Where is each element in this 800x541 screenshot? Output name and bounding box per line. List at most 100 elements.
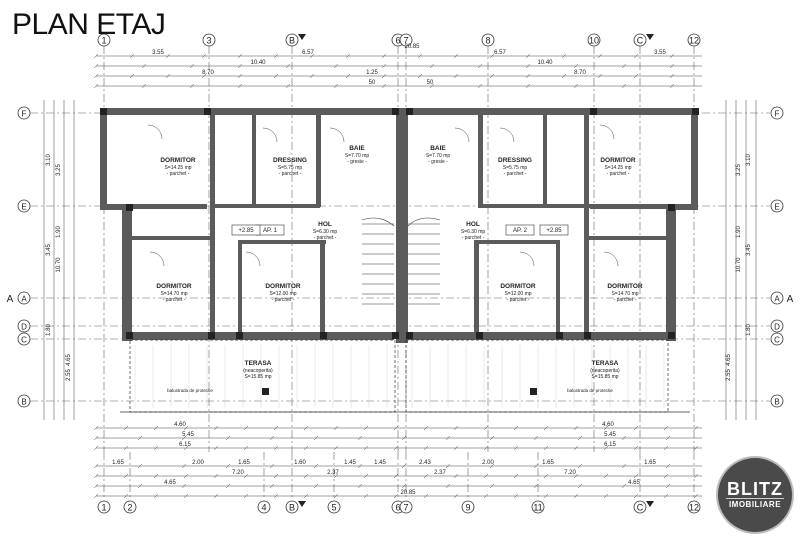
- dimension-tick: [533, 435, 539, 441]
- column: [406, 332, 413, 339]
- grid-bubble: [770, 106, 784, 120]
- room-area: S=12.00 mp: [504, 291, 531, 297]
- dimension-tick: [381, 73, 387, 79]
- room-area: S=6.30 mp: [313, 229, 338, 235]
- dimension-tick: [525, 73, 531, 79]
- dimension-tick: [333, 425, 339, 431]
- section-label-right: A: [787, 294, 794, 305]
- dimension-tick: [273, 425, 279, 431]
- column: [262, 388, 269, 395]
- grid-bubble: [97, 500, 111, 514]
- dimension-tick: [303, 425, 309, 431]
- dimension-tick: [93, 483, 99, 489]
- dimension-tick: [453, 73, 459, 79]
- dimension-tick: [381, 83, 387, 89]
- dimension-tick: [309, 53, 315, 59]
- dimension-tick: [225, 483, 231, 489]
- dim-text: 1.65: [644, 460, 656, 466]
- room-name: DORMITOR: [156, 283, 192, 290]
- room-finish: - parchet -: [163, 297, 186, 303]
- column: [584, 332, 591, 339]
- dimension-tick: [93, 53, 99, 59]
- dimension-tick: [303, 473, 309, 479]
- dim-text: 10.40: [537, 60, 553, 66]
- interior-wall: [478, 115, 483, 207]
- dimension-tick: [543, 493, 549, 499]
- room-area: S=5.75 mp: [503, 165, 528, 171]
- interior-wall: [584, 208, 589, 338]
- apartment-label: AP. 2: [513, 228, 528, 234]
- dimension-tick: [669, 53, 675, 59]
- dimension-tick: [633, 445, 639, 451]
- dimension-tick: [453, 445, 459, 451]
- level-label-box: [539, 224, 569, 236]
- dimension-tick: [213, 425, 219, 431]
- grid-label-top: C: [637, 36, 644, 46]
- dim-text: 1.80: [46, 324, 52, 336]
- dimension-tick: [453, 53, 459, 59]
- grid-label-right: B: [774, 398, 779, 407]
- door-swing: [245, 251, 261, 267]
- dimension-tick: [123, 493, 129, 499]
- grid-bubble: [327, 500, 341, 514]
- dimension-tick: [141, 63, 147, 69]
- dim-text: 6.15: [604, 442, 616, 448]
- dimension-tick: [93, 83, 99, 89]
- apartment-label: AP. 1: [263, 228, 278, 234]
- dimension-tick: [543, 445, 549, 451]
- dim-text: 5.45: [604, 432, 616, 438]
- grid-bubble: [17, 291, 31, 305]
- stair-curve: [407, 217, 441, 227]
- dimension-tick: [453, 425, 459, 431]
- interior-wall: [474, 240, 479, 340]
- column: [476, 332, 483, 339]
- dimension-tick: [243, 473, 249, 479]
- dim-text: 6.57: [302, 50, 314, 56]
- grid-label-bottom: 4: [261, 503, 266, 513]
- grid-bubble: [285, 33, 299, 47]
- dimension-tick: [273, 53, 279, 59]
- grid-bubble: [770, 394, 784, 408]
- dimension-tick: [181, 435, 187, 441]
- dim-text: 3.25: [56, 164, 62, 176]
- grid-label-top: B: [289, 36, 295, 46]
- dimension-tick: [189, 83, 195, 89]
- dim-text: 20.85: [400, 490, 416, 496]
- dimension-tick: [423, 445, 429, 451]
- grid-label-bottom: B: [289, 503, 295, 513]
- door-swing: [603, 251, 619, 267]
- dim-text: 1.65: [112, 460, 124, 466]
- door-swing: [329, 127, 345, 143]
- room-finish: - parchet -: [279, 171, 302, 177]
- grid-label-left: F: [22, 110, 27, 119]
- grid-label-top: 6: [395, 36, 400, 46]
- dim-text: 6.15: [179, 442, 191, 448]
- dimension-tick: [153, 445, 159, 451]
- grid-bubble: [531, 500, 545, 514]
- dimension-tick: [445, 483, 451, 489]
- column: [530, 388, 537, 395]
- dim-text: 1.25: [366, 70, 378, 76]
- room-finish: S=15.85 mp: [244, 374, 271, 380]
- dimension-tick: [137, 435, 143, 441]
- dimension-tick: [693, 493, 699, 499]
- dim-text: 8.70: [574, 70, 586, 76]
- dimension-tick: [401, 435, 407, 441]
- interior-wall: [556, 240, 560, 340]
- grid-bubble: [481, 33, 495, 47]
- room-finish: - parchet -: [462, 235, 485, 241]
- grid-label-bottom: 7: [403, 503, 408, 513]
- door-swing: [149, 251, 165, 267]
- dimension-tick: [243, 445, 249, 451]
- grid-label-top: 3: [206, 36, 211, 46]
- grid-bubble: [17, 106, 31, 120]
- dimension-tick: [525, 83, 531, 89]
- dimension-tick: [237, 83, 243, 89]
- dimension-tick: [669, 83, 675, 89]
- dimension-tick: [633, 73, 639, 79]
- dim-text: 8.70: [202, 70, 214, 76]
